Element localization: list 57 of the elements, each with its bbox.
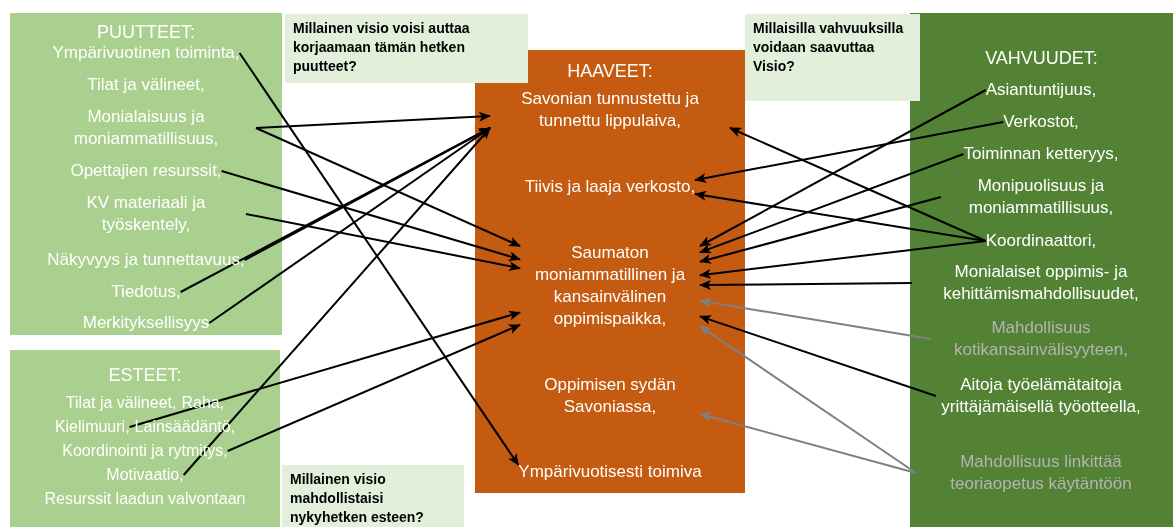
list-item: Tiivis ja laaja verkosto,: [524, 176, 696, 198]
list-item: Koordinaattori,: [985, 230, 1097, 252]
list-item: Kielimuuri,: [54, 416, 130, 438]
list-item: Monialaisuus ja moniammatillisuus,: [36, 106, 256, 150]
list-item: Merkityksellisyys: [82, 312, 210, 334]
list-item: Saumaton moniammatillinen ja kansainvälinen oppimispaikka,: [520, 242, 700, 330]
list-item: Ympärivuotisesti toimiva: [518, 461, 702, 483]
list-item: Motivaatio,: [106, 464, 184, 486]
list-item: Näkyvyys ja tunnettavuus,: [47, 249, 245, 271]
list-item: Monialaiset oppimis- ja kehittämismahdollisuudet,: [912, 261, 1170, 305]
list-item: Tiedotus,: [111, 281, 181, 303]
arrow: [245, 213, 521, 271]
question-note: Millaisilla vahvuuksilla voidaan saavuttaa Visio?: [745, 14, 920, 101]
panel-heading: HAAVEET:: [566, 60, 654, 82]
arrow: [694, 121, 1005, 183]
arrow: [182, 127, 491, 476]
list-item: Tilat ja välineet,: [87, 74, 205, 96]
arrow: [128, 310, 521, 428]
arrow: [699, 412, 917, 474]
arrow: [699, 153, 965, 254]
category-panel: [10, 13, 282, 335]
arrow: [699, 89, 987, 247]
arrow: [255, 111, 491, 129]
list-item: Monipuolisuus ja moniammatillisuus,: [941, 175, 1141, 219]
arrow: [255, 127, 521, 247]
category-panel: [910, 13, 1173, 527]
list-item: Asiantuntijuus,: [985, 79, 1097, 101]
list-item: Tilat ja välineet,: [65, 392, 177, 414]
list-item: Verkostot,: [1003, 111, 1079, 133]
list-item: Resurssit laadun valvontaan: [44, 488, 246, 510]
arrow: [226, 323, 521, 452]
panel-heading: ESTEET:: [107, 364, 183, 386]
list-item: Oppimisen sydän Savoniassa,: [520, 374, 700, 418]
arrow: [220, 170, 521, 261]
arrow: [699, 315, 937, 397]
list-item: KV materiaali ja työskentely,: [46, 192, 246, 236]
list-item: Opettajien resurssit,: [70, 160, 222, 182]
arrow: [699, 280, 913, 290]
category-panel: [10, 350, 280, 527]
list-item: Toiminnan ketteryys,: [963, 143, 1119, 165]
list-item: Mahdollisuus kotikansainvälisyyteen,: [931, 317, 1151, 361]
arrow: [238, 52, 520, 466]
question-note: Millainen visio mahdollistaisi nykyhetken esteen?: [282, 465, 464, 527]
panel-heading: VAHVUUDET:: [984, 47, 1099, 69]
arrow: [699, 325, 917, 474]
list-item: Savonian tunnustettu ja tunnettu lippulaiva,: [490, 88, 730, 132]
category-panel: [475, 50, 745, 493]
arrow: [699, 240, 987, 279]
list-item: Aitoja työelämätaitoja yrittäjämäisellä työotteella,: [936, 374, 1146, 418]
panel-heading: PUUTTEET:: [96, 21, 196, 43]
arrow: [699, 297, 932, 340]
arrow: [699, 196, 942, 264]
list-item: Mahdollisuus linkittää teoriaopetus käytäntöön: [916, 451, 1166, 495]
arrow: [208, 127, 491, 324]
question-note: Millainen visio voisi auttaa korjaamaan tämän hetken puutteet?: [285, 14, 528, 83]
arrow: [729, 127, 987, 242]
list-item: Ympärivuotinen toiminta,: [52, 42, 240, 64]
